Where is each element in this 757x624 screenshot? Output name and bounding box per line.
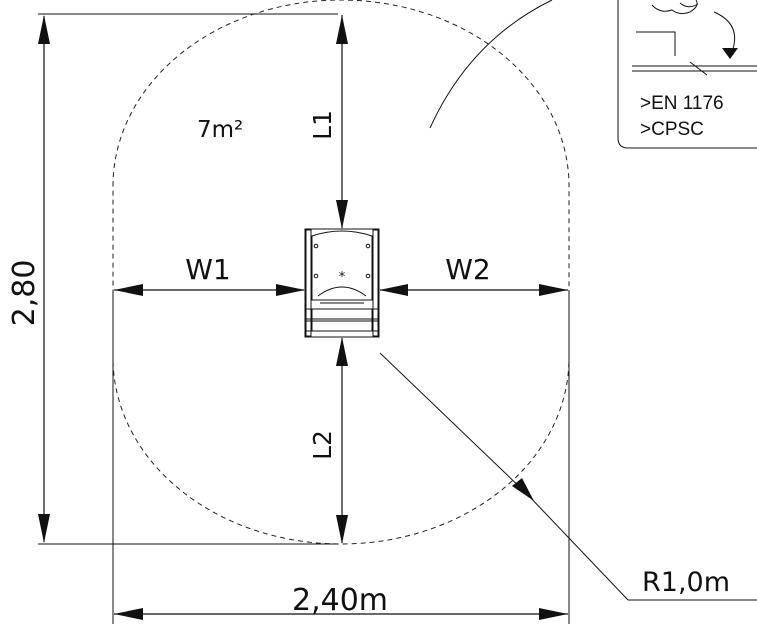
hand-icon	[651, 0, 699, 15]
l1-dimension: L1	[308, 15, 348, 229]
w2-label: W2	[445, 253, 491, 286]
standard-cpsc: >CPSC	[640, 119, 704, 140]
standard-en1176: >EN 1176	[640, 93, 724, 114]
width-dimension: 2,40m	[112, 290, 570, 624]
equipment-top-view: *	[304, 228, 380, 338]
center-marker-icon: *	[339, 270, 346, 285]
l2-dimension: L2	[308, 337, 348, 544]
area-label: 7m²	[197, 117, 243, 143]
height-dim-label: 2,80	[7, 260, 42, 327]
fall-arc	[429, 0, 553, 129]
height-dimension: 2,80	[7, 13, 338, 545]
w2-dimension: W2	[379, 253, 568, 296]
standards-inset: >EN 1176 >CPSC	[617, 0, 757, 149]
radius-dimension: R1,0m	[379, 352, 757, 601]
radius-label: R1,0m	[642, 567, 730, 598]
l2-label: L2	[308, 430, 337, 460]
width-dim-label: 2,40m	[292, 583, 388, 618]
w1-dimension: W1	[114, 253, 305, 296]
l1-label: L1	[308, 110, 337, 140]
w1-label: W1	[185, 253, 231, 286]
fall-arrow-icon	[713, 11, 736, 53]
